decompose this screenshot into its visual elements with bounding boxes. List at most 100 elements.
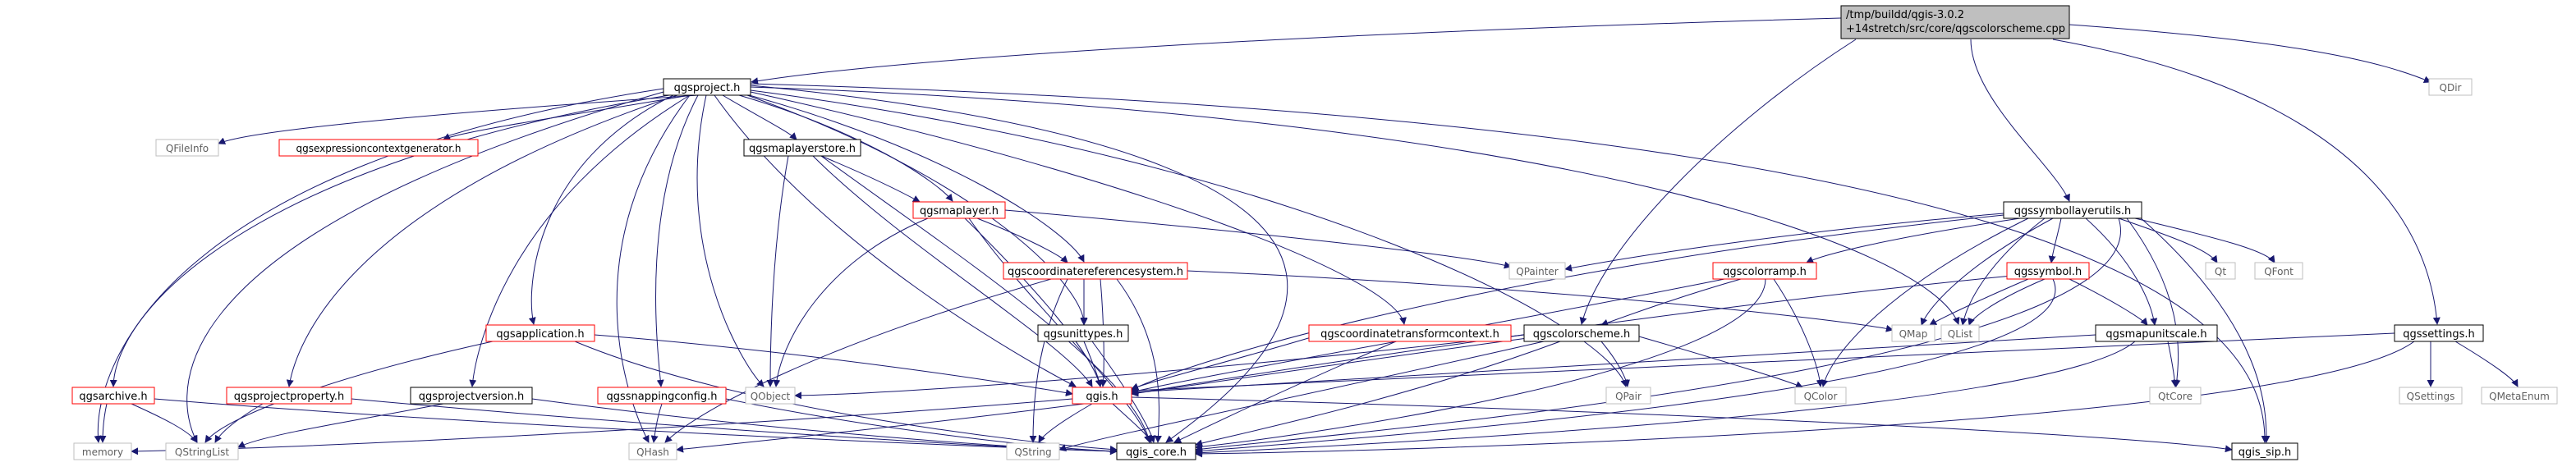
node-qcolor-label: QColor	[1804, 391, 1838, 402]
node-qstring-label: QString	[1014, 446, 1051, 458]
node-qlist[interactable]: QList	[1940, 324, 1980, 342]
node-qcolor[interactable]: QColor	[1794, 387, 1847, 405]
node-qfont-label: QFont	[2264, 266, 2294, 277]
edge-qgsl-to-qgis	[1131, 214, 2004, 391]
edge-qgsproject-to-qgsprojectversion	[469, 94, 691, 387]
node-qgssnappingconfig-label: qgssnappingconfig.h	[606, 391, 717, 403]
node-qstringlist-label: QStringList	[175, 446, 230, 458]
edge-qgsprojectversion-to-qstringlist	[237, 403, 444, 448]
node-qstring[interactable]: QString	[1006, 442, 1060, 460]
edge-root-to-qgsproject	[751, 17, 1842, 85]
node-qgscolorscheme[interactable]: qgscolorscheme.h	[1523, 324, 1640, 342]
node-qgis-sip[interactable]: qgis_sip.h	[2231, 442, 2298, 460]
node-qgsproject[interactable]: qgsproject.h	[663, 78, 751, 96]
edge-qgscrs-to-qgis	[1100, 278, 1108, 387]
node-qsettings[interactable]: QSettings	[2399, 387, 2463, 405]
node-qgssymbollayerutils[interactable]: qgssymbollayerutils.h	[2003, 201, 2142, 219]
edge-qgsl-to-qgscolorramp	[1806, 217, 2021, 263]
edge-qgis-to-qgis-core	[1112, 403, 1152, 443]
edge-qgscolorscheme-to-qpair	[1600, 341, 1630, 387]
node-qgsmaplayerstore[interactable]: qgsmaplayerstore.h	[743, 139, 861, 157]
node-qgsprojectversion-label: qgsprojectversion.h	[419, 391, 524, 403]
edge-qgsl-to-qgis-sip	[2138, 216, 2271, 443]
edge-qgscolorscheme-to-qobject	[794, 334, 1525, 400]
node-qfileinfo[interactable]: QFileInfo	[155, 139, 219, 157]
edge-qgsapp-to-qgis-core	[574, 341, 1118, 453]
node-qgssymbol[interactable]: qgssymbol.h	[2006, 262, 2090, 280]
node-qgsexpressioncontextgenerator[interactable]: qgsexpressioncontextgenerator.h	[278, 139, 479, 157]
edge-qgssnappingconfig-to-qgis-core	[725, 398, 1118, 455]
node-qgsmapunitscale[interactable]: qgsmapunitscale.h	[2095, 324, 2218, 342]
node-qgscoordinatetransformcontext[interactable]: qgscoordinatetransformcontext.h	[1308, 324, 1512, 342]
node-qgis-sip-label: qgis_sip.h	[2239, 446, 2291, 459]
node-memory-label: memory	[82, 446, 123, 458]
edge-qgsunittypes-to-qgis	[1083, 341, 1103, 387]
node-qgsmaplayer-label: qgsmaplayer.h	[920, 205, 999, 217]
node-qgscoordinatereferencesystem-label: qgscoordinatereferencesystem.h	[1008, 266, 1183, 278]
node-qt[interactable]: Qt	[2205, 262, 2236, 280]
node-qgsarchive-label: qgsarchive.h	[79, 391, 147, 403]
node-qgscolorramp[interactable]: qgscolorramp.h	[1712, 262, 1817, 280]
edge-qgsl-to-qcore	[2126, 217, 2181, 387]
node-qpair[interactable]: QPair	[1605, 387, 1651, 405]
node-qpainter[interactable]: QPainter	[1508, 262, 1566, 280]
edge-qgssymbol-to-qgis	[1131, 275, 2013, 397]
node-qfont[interactable]: QFont	[2254, 262, 2303, 280]
node-qmap-label: QMap	[1899, 328, 1928, 340]
edge-qgscrs-to-qgis-core	[1116, 278, 1162, 443]
node-qdir[interactable]: QDir	[2428, 78, 2473, 96]
node-qgsprojectversion[interactable]: qgsprojectversion.h	[410, 387, 533, 405]
node-qgis-core-label: qgis_core.h	[1126, 446, 1187, 459]
edge-qgscrs-to-qstring	[1029, 278, 1068, 443]
node-qmetaenum[interactable]: QMetaEnum	[2481, 387, 2558, 405]
edge-qgsproject-to-qhash	[616, 94, 691, 443]
node-qgis-core[interactable]: qgis_core.h	[1116, 442, 1196, 460]
node-qgis-label: qgis.h	[1086, 391, 1118, 403]
edge-root-to-qdir	[2069, 24, 2431, 84]
edge-root-to-qgssymbollayerutils	[1970, 39, 2070, 202]
node-qgsmaplayer[interactable]: qgsmaplayer.h	[912, 201, 1006, 219]
node-qhash-label: QHash	[636, 446, 669, 458]
node-qgsprojectproperty[interactable]: qgsprojectproperty.h	[226, 387, 352, 405]
root-node-line1: /tmp/buildd/qgis-3.0.2	[1846, 9, 1964, 21]
node-qlist-label: QList	[1948, 328, 1973, 340]
edge-qgscolorscheme-to-qcolor	[1638, 336, 1803, 388]
edge-qgsmaplayer-to-qgscrs	[976, 217, 1068, 263]
node-qgis[interactable]: qgis.h	[1072, 387, 1132, 405]
edge-qgsl-to-qt	[2118, 217, 2218, 263]
edge-qgsl-to-qfont	[2134, 217, 2275, 263]
edge-qgsarchive-to-qstringlist	[131, 403, 198, 443]
node-qgssettings[interactable]: qgssettings.h	[2394, 324, 2484, 342]
node-qcore[interactable]: QtCore	[2149, 387, 2202, 405]
node-qobject[interactable]: QObject	[745, 387, 796, 405]
edge-qgsctc-to-qgis	[1131, 336, 1315, 391]
edge-qgis-to-qstring	[1038, 403, 1093, 443]
edge-qgsmaplayer-to-qgis-core	[968, 217, 1151, 443]
edge-qgsproject-to-qgsexprctx	[443, 94, 691, 140]
edge-qgsproject-to-qlist	[750, 86, 1960, 325]
node-qgscoordinatereferencesystem[interactable]: qgscoordinatereferencesystem.h	[1003, 262, 1188, 280]
node-qgscolorramp-label: qgscolorramp.h	[1723, 266, 1807, 278]
node-qgssettings-label: qgssettings.h	[2403, 328, 2475, 341]
node-qstringlist[interactable]: QStringList	[165, 442, 239, 460]
node-qgsapplication[interactable]: qgsapplication.h	[485, 324, 595, 342]
node-qgssnappingconfig[interactable]: qgssnappingconfig.h	[597, 387, 727, 405]
node-memory[interactable]: memory	[73, 442, 132, 460]
edge-qgsproject-to-qgscrs	[742, 93, 1085, 263]
edge-root-to-qgssettings	[2052, 39, 2441, 325]
node-qgsarchive[interactable]: qgsarchive.h	[71, 387, 155, 405]
root-node[interactable]: /tmp/buildd/qgis-3.0.2 +14stretch/src/co…	[1840, 5, 2070, 39]
edge-qgsl-to-qgsmapunitscale	[2085, 217, 2158, 326]
node-qmap[interactable]: QMap	[1891, 324, 1935, 342]
edge-qgsmaplayerstore-to-qgis-core	[820, 155, 1152, 443]
node-qmetaenum-label: QMetaEnum	[2489, 391, 2550, 402]
edge-qgsctc-to-qgis-core	[1173, 341, 1397, 443]
node-qhash[interactable]: QHash	[628, 442, 677, 460]
node-qgsunittypes[interactable]: qgsunittypes.h	[1037, 324, 1129, 342]
edge-qgsproject-to-qgsunittypes	[746, 94, 1088, 325]
node-qgscoordinatetransformcontext-label: qgscoordinatetransformcontext.h	[1320, 328, 1499, 341]
edge-qgscolorscheme-to-qgis-core	[1195, 341, 1561, 447]
edge-qgscolorscheme-to-qstring	[1058, 341, 1545, 451]
node-qgsprojectproperty-label: qgsprojectproperty.h	[234, 391, 345, 403]
